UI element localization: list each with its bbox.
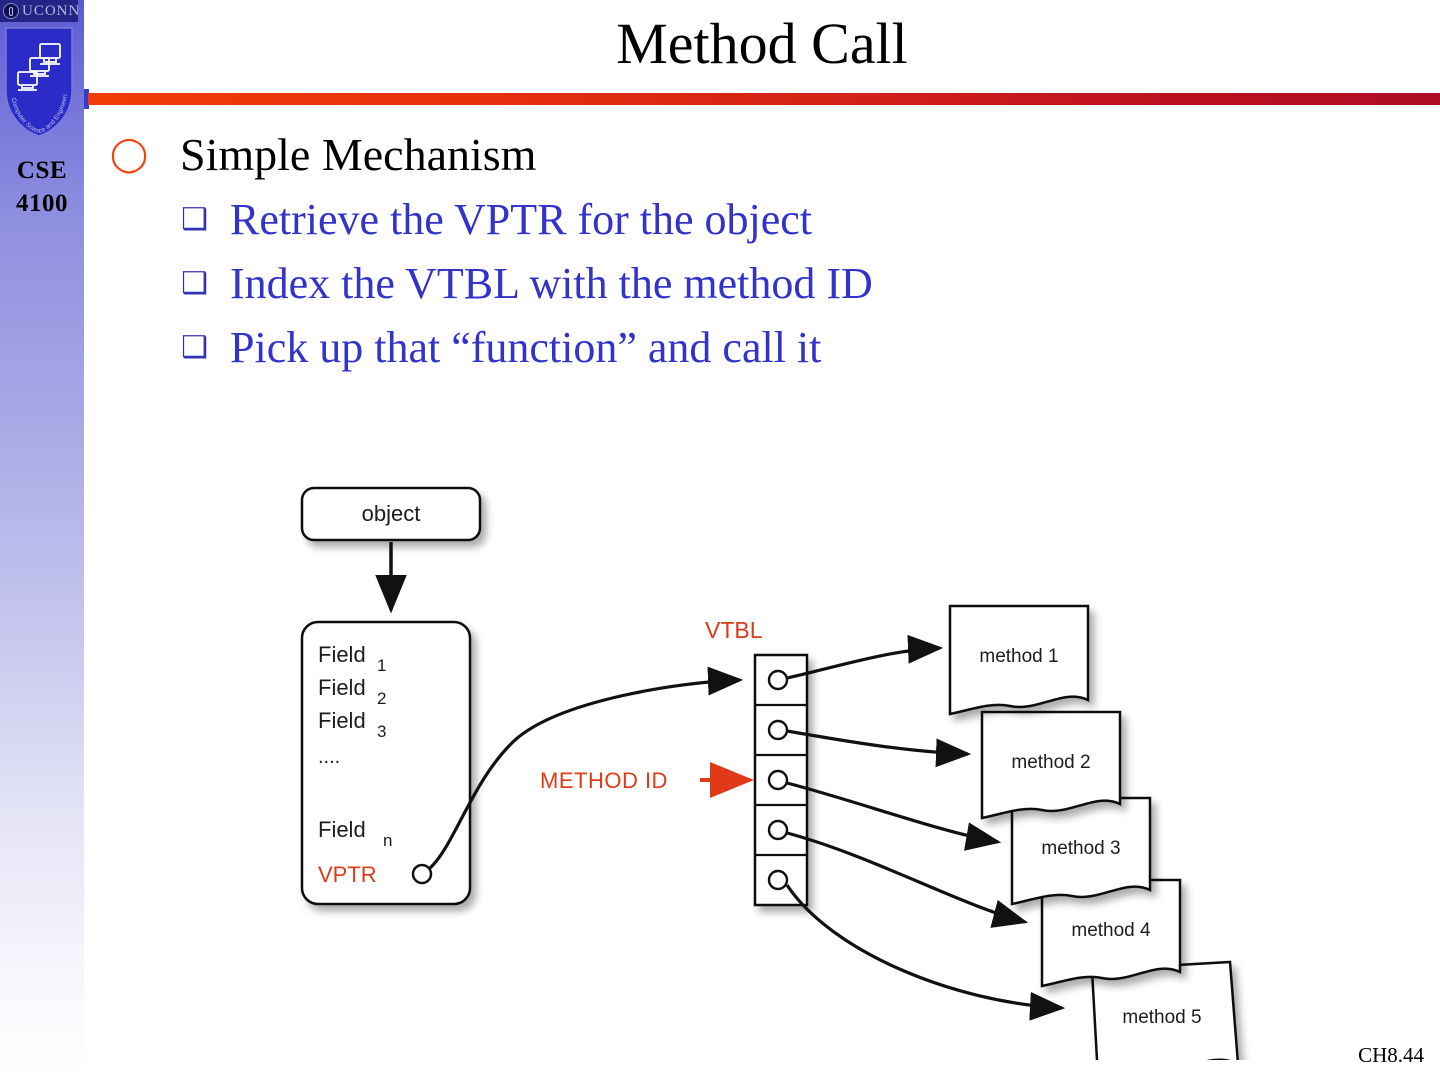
uconn-banner: UCONN (0, 0, 78, 22)
arrow-slot5-method5 (785, 884, 1066, 1021)
page-title: Method Call (616, 11, 908, 76)
arrow-slot3-method3 (786, 781, 1002, 851)
vtbl-slot-node-5 (767, 869, 789, 891)
vtbl-slot-node-2 (767, 719, 789, 741)
field-label-2: Field (318, 675, 366, 700)
field-label-3: Field (318, 708, 366, 733)
field-label-n: Field (318, 817, 366, 842)
course-code-line2: 4100 (16, 190, 68, 217)
arrow-slot2-method2 (786, 729, 972, 768)
vptr-label: VPTR (318, 862, 377, 887)
method-box-2-label: method 2 (1011, 752, 1090, 773)
sub-bullet-group: ❑ Retrieve the VPTR for the object ❑ Ind… (100, 188, 1420, 380)
object-box: object (300, 486, 482, 542)
vtbl-label: VTBL (705, 617, 763, 643)
vptr-anchor-node (411, 863, 433, 885)
method-id-label: METHOD ID (540, 768, 668, 793)
bullet-level2: ❑ Retrieve the VPTR for the object (100, 188, 1420, 252)
uconn-seal-icon (3, 3, 19, 19)
field-subscript-1: 1 (377, 656, 386, 675)
bullet-level1: ◯ Simple Mechanism (100, 124, 1420, 186)
circle-bullet-icon: ◯ (110, 136, 149, 173)
object-box-label: object (362, 501, 421, 526)
method-box-3: method 3 (1010, 796, 1152, 906)
dispatch-arrows (785, 634, 1066, 1021)
bullet-level2-label: Retrieve the VPTR for the object (230, 195, 813, 244)
course-code-line1: CSE (16, 157, 68, 184)
method-box-5-label: method 5 (1122, 1007, 1201, 1028)
method-box-4-label: method 4 (1071, 920, 1151, 941)
bullet-level2-label: Index the VTBL with the method ID (230, 259, 873, 308)
method-box-1: method 1 (948, 604, 1090, 716)
square-bullet-icon: ❑ (181, 267, 208, 300)
field-subscript-n: n (383, 831, 392, 850)
rule-left-cap (84, 89, 89, 109)
square-bullet-icon: ❑ (181, 331, 208, 364)
method-box-2: method 2 (980, 710, 1122, 820)
sidebar: UCONN Computer Science and Engineering C… (0, 0, 84, 1080)
vtable-dispatch-diagram: object Field 1 Field 2 Field 3 .... Fiel… (250, 450, 1310, 1060)
bullet-level1-label: Simple Mechanism (180, 129, 537, 180)
arrow-slot1-method1 (786, 634, 944, 680)
bullet-level2: ❑ Pick up that “function” and call it (100, 316, 1420, 380)
arrow-slot4-method4 (786, 831, 1029, 928)
uconn-wordmark: UCONN (22, 3, 78, 19)
title-divider-rule (88, 93, 1440, 105)
square-bullet-icon: ❑ (181, 203, 208, 236)
vptr-to-vtbl-arrow (428, 666, 744, 870)
vtbl-slot-nodes (767, 669, 789, 891)
method-box-5: method 5 (1090, 960, 1239, 1060)
vtbl-slot-node-4 (767, 819, 789, 841)
field-subscript-2: 2 (377, 689, 386, 708)
field-subscript-3: 3 (377, 722, 386, 741)
bullet-level2-label: Pick up that “function” and call it (230, 323, 822, 372)
field-ellipsis: .... (318, 746, 340, 768)
fields-box: Field 1 Field 2 Field 3 .... Field n VPT… (300, 620, 472, 906)
bullet-list: ◯ Simple Mechanism ❑ Retrieve the VPTR f… (100, 124, 1420, 380)
field-label-1: Field (318, 642, 366, 667)
method-box-4: method 4 (1040, 878, 1182, 988)
slide-footer: CH8.44 (1358, 1043, 1424, 1067)
cse-shield-logo-icon: Computer Science and Engineering (4, 26, 73, 137)
vtbl-slot-node-3 (767, 769, 789, 791)
vtbl-slot-node-1 (767, 669, 789, 691)
method-box-1-label: method 1 (979, 646, 1058, 667)
method-box-3-label: method 3 (1041, 838, 1120, 859)
bullet-level2: ❑ Index the VTBL with the method ID (100, 252, 1420, 316)
